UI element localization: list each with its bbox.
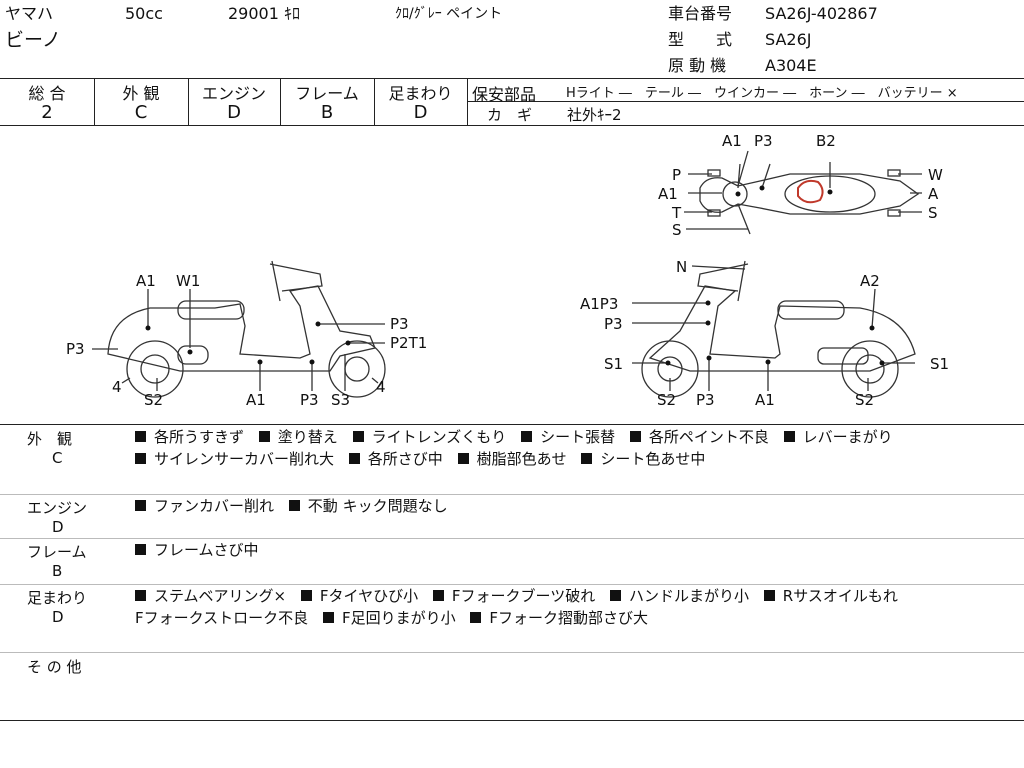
section-suspension-label: 足まわり xyxy=(27,589,88,607)
section-engine-grade: D xyxy=(52,518,64,536)
list-item: サイレンサーカバー削れ大 xyxy=(135,450,334,468)
label-right-p3-bottom: P3 xyxy=(696,391,715,409)
list-item: ハンドルまがり小 xyxy=(610,587,749,605)
left-side-scooter xyxy=(107,260,386,398)
label-top-p: P xyxy=(672,166,681,184)
grade-suspension-label: 足まわり xyxy=(388,84,453,103)
label-right-n: N xyxy=(676,258,687,276)
section-frame-label: フレーム xyxy=(27,543,87,561)
label-right-p3: P3 xyxy=(604,315,623,333)
label-top-s-bottom: S xyxy=(672,221,682,239)
label-top-w: W xyxy=(928,166,943,184)
safety-items: Hライト ― テール ― ウインカー ― ホーン ― バッテリー × xyxy=(566,86,958,101)
frame-line-1: フレームさび中 xyxy=(135,539,269,561)
model-name: ビーノ xyxy=(5,29,61,51)
engine-label: 原 動 機 xyxy=(668,56,727,75)
grade-frame-value: B xyxy=(320,102,334,123)
label-top-b2: B2 xyxy=(816,132,836,150)
grade-exterior-label: 外 観 xyxy=(122,84,160,103)
list-item: ライトレンズくもり xyxy=(352,428,506,446)
label-left-4-front: 4 xyxy=(376,378,386,396)
label-top-a1: A1 xyxy=(722,132,742,150)
label-right-s2-rear: S2 xyxy=(855,391,874,409)
damage-mark xyxy=(797,179,824,204)
label-top-t: T xyxy=(671,204,682,222)
type-label: 型 式 xyxy=(668,30,733,49)
list-item: フレームさび中 xyxy=(135,541,259,559)
maker: ヤマハ xyxy=(5,4,54,23)
key-label: カ ギ xyxy=(487,106,533,124)
list-item: レバーまがり xyxy=(783,428,893,446)
label-right-a1p3: A1P3 xyxy=(580,295,618,313)
label-left-w1: W1 xyxy=(176,272,200,290)
label-right-a2: A2 xyxy=(860,272,880,290)
section-frame-grade: B xyxy=(52,562,63,580)
list-item: シート張替 xyxy=(521,428,615,446)
list-item: Fタイヤひび小 xyxy=(300,587,418,605)
grade-exterior-value: C xyxy=(134,102,148,123)
label-right-s1-rear: S1 xyxy=(930,355,949,373)
list-item: 各所さび中 xyxy=(348,450,443,468)
label-left-a1-bottom: A1 xyxy=(246,391,266,409)
mileage: 29001 ｷﾛ xyxy=(228,4,300,23)
exterior-line-2: サイレンサーカバー削れ大 各所さび中 樹脂部色あせ シート色あせ中 xyxy=(135,448,715,470)
label-top-a1-left: A1 xyxy=(658,185,678,203)
list-item: ファンカバー削れ xyxy=(135,497,274,515)
top-view-scooter xyxy=(699,150,920,235)
section-other-label: そ の 他 xyxy=(27,658,82,676)
list-item: 各所うすきず xyxy=(135,428,244,446)
diagram-labels: A1 P3 B2 P W A1 A T S S A1 W1 P3 P3 P2T1… xyxy=(66,132,949,409)
list-item: Rサスオイルもれ xyxy=(763,587,898,605)
label-left-a1: A1 xyxy=(136,272,156,290)
section-exterior-label: 外 観 xyxy=(27,430,73,448)
engine-value: A304E xyxy=(765,56,817,75)
label-left-p3-rear: P3 xyxy=(66,340,85,358)
list-item: シート色あせ中 xyxy=(581,450,705,468)
suspension-line-2: Fフォークストローク不良 F足回りまがり小 Fフォーク摺動部さび大 xyxy=(135,607,658,629)
engine-line-1: ファンカバー削れ 不動 キック問題なし xyxy=(135,495,458,517)
label-left-s3: S3 xyxy=(331,391,350,409)
displacement: 50cc xyxy=(125,4,163,23)
grade-frame-label: フレーム xyxy=(295,84,359,103)
label-right-a1-bottom: A1 xyxy=(755,391,775,409)
type-value: SA26J xyxy=(765,30,812,49)
label-top-s: S xyxy=(928,204,938,222)
key-value: 社外ｷｰ2 xyxy=(567,106,622,124)
grade-overall-label: 総 合 xyxy=(28,84,66,103)
section-exterior-grade: C xyxy=(52,449,63,467)
grade-engine-value: D xyxy=(227,102,241,123)
section-engine-label: エンジン xyxy=(27,499,88,517)
list-item: Fフォークストローク不良 xyxy=(135,609,309,627)
label-left-4-rear: 4 xyxy=(112,378,122,396)
label-left-s2: S2 xyxy=(144,391,163,409)
damage-diagram: A1 P3 B2 P W A1 A T S S A1 W1 P3 P3 P2T1… xyxy=(66,132,949,409)
frame-no: SA26J-402867 xyxy=(765,4,878,23)
label-top-p3: P3 xyxy=(754,132,773,150)
label-left-p3-bottom: P3 xyxy=(300,391,319,409)
grade-overall-value: 2 xyxy=(41,102,53,123)
section-suspension-grade: D xyxy=(52,608,64,626)
list-item: Fフォーク摺動部さび大 xyxy=(470,609,648,627)
list-item: Fフォークブーツ破れ xyxy=(432,587,595,605)
list-item: F足回りまがり小 xyxy=(322,609,456,627)
list-item: 不動 キック問題なし xyxy=(288,497,448,515)
label-right-s2-front: S2 xyxy=(657,391,676,409)
safety-label: 保安部品 xyxy=(472,85,537,104)
label-top-a: A xyxy=(928,185,939,203)
right-side-scooter xyxy=(641,260,916,398)
color: ｸﾛ/ｸﾞﾚｰ ペイント xyxy=(395,6,503,22)
list-item: 各所ペイント不良 xyxy=(629,428,769,446)
grade-engine-label: エンジン xyxy=(201,84,266,103)
frame-no-label: 車台番号 xyxy=(668,4,733,23)
label-left-p2t1: P2T1 xyxy=(390,334,427,352)
label-right-s1-front: S1 xyxy=(604,355,623,373)
exterior-line-1: 各所うすきず 塗り替え ライトレンズくもり シート張替 各所ペイント不良 レバー… xyxy=(135,426,903,448)
suspension-line-1: ステムベアリング× Fタイヤひび小 Fフォークブーツ破れ ハンドルまがり小 Rサ… xyxy=(135,585,908,607)
list-item: 樹脂部色あせ xyxy=(457,450,567,468)
grade-suspension-value: D xyxy=(413,102,428,123)
label-left-p3: P3 xyxy=(390,315,409,333)
list-item: ステムベアリング× xyxy=(135,587,286,605)
list-item: 塗り替え xyxy=(258,428,338,446)
